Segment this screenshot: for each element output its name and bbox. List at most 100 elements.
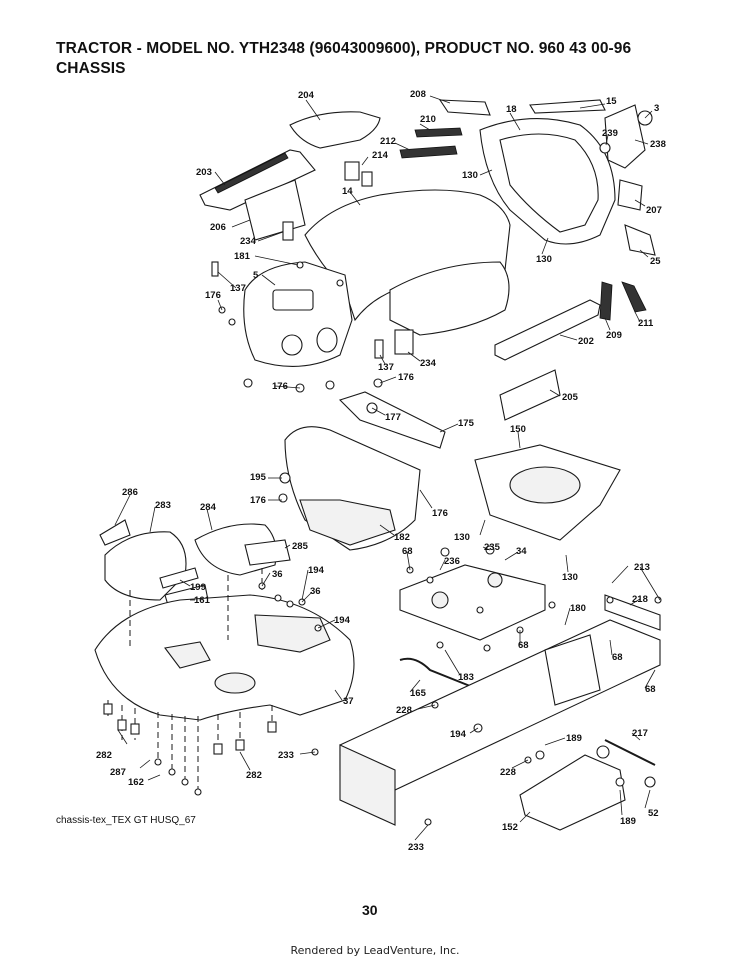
callout: 203 <box>196 167 212 178</box>
callout: 214 <box>372 150 389 161</box>
callout: 234 <box>240 236 257 247</box>
callout: 210 <box>420 114 436 125</box>
callout: 283 <box>155 500 171 511</box>
callout: 181 <box>234 251 251 262</box>
part-165-rod <box>399 657 481 691</box>
part-180-side <box>339 744 396 826</box>
callout: 177 <box>385 412 401 423</box>
part-side-panel-inner <box>499 133 599 233</box>
callout: 15 <box>606 96 617 107</box>
callout: 176 <box>250 495 266 506</box>
callout: 137 <box>378 362 394 373</box>
callout: 14 <box>342 186 353 197</box>
diagram-caption: chassis-tex_TEX GT HUSQ_67 <box>56 815 196 826</box>
part-217-rod <box>604 739 656 766</box>
part-25 <box>624 224 656 256</box>
callout: 228 <box>396 705 412 716</box>
page-subtitle: CHASSIS <box>56 60 126 77</box>
callout: 239 <box>602 128 618 139</box>
part-hood-lower <box>389 261 510 336</box>
callout: 228 <box>500 767 516 778</box>
callout: 218 <box>632 594 648 605</box>
callout: 233 <box>278 750 294 761</box>
callout: 176 <box>398 372 414 383</box>
part-285 <box>244 539 291 566</box>
callout: 34 <box>516 546 527 557</box>
callout: 282 <box>96 750 112 761</box>
part-175 <box>338 391 446 449</box>
callout: 202 <box>578 336 594 347</box>
callout: 194 <box>450 729 467 740</box>
callout: 37 <box>343 696 354 707</box>
callout: 183 <box>458 672 474 683</box>
callout: 238 <box>650 139 666 150</box>
callout: 194 <box>308 565 325 576</box>
callout: 206 <box>210 222 226 233</box>
callout: 68 <box>645 684 656 695</box>
callout: 176 <box>205 290 221 301</box>
part-199 <box>159 567 199 589</box>
part-207 <box>617 179 643 211</box>
part-bracket-208 <box>438 99 491 116</box>
leader-lines <box>114 95 661 841</box>
callout: 286 <box>122 487 138 498</box>
part-main-hood <box>304 189 511 322</box>
part-hood-top <box>289 111 381 149</box>
part-209 <box>599 281 613 321</box>
part-180-frame <box>339 619 661 791</box>
part-trim-strip <box>529 99 606 114</box>
callout: 285 <box>292 541 309 552</box>
part-211 <box>621 281 647 313</box>
callout: 235 <box>484 542 501 553</box>
part-202 <box>494 299 601 361</box>
callout: 236 <box>444 556 460 567</box>
callout: 194 <box>334 615 351 626</box>
part-205 <box>499 369 561 421</box>
page-title: TRACTOR - MODEL NO. YTH2348 (96043009600… <box>56 40 632 57</box>
callout: 209 <box>606 330 622 341</box>
callout: 36 <box>310 586 321 597</box>
part-grill-210 <box>414 127 463 138</box>
callout: 176 <box>272 381 288 392</box>
callout: 3 <box>654 103 659 114</box>
callout: 130 <box>462 170 478 181</box>
part-283 <box>104 531 187 601</box>
callout: 68 <box>612 652 623 663</box>
callout: 68 <box>518 640 529 651</box>
callout: 217 <box>632 728 648 739</box>
callout: 282 <box>246 770 262 781</box>
callout: 161 <box>194 595 211 606</box>
page-number: 30 <box>362 902 378 918</box>
callout: 137 <box>230 283 246 294</box>
callout: 213 <box>634 562 650 573</box>
callout: 205 <box>562 392 579 403</box>
part-34-plate <box>399 564 546 641</box>
callout: 36 <box>272 569 283 580</box>
callout: 204 <box>298 90 315 101</box>
callout: 212 <box>380 136 396 147</box>
part-152 <box>519 754 626 831</box>
part-side-plate <box>604 104 646 169</box>
callout: 52 <box>648 808 659 819</box>
callout: 130 <box>562 572 578 583</box>
callout: 182 <box>394 532 410 543</box>
callout: 233 <box>408 842 424 853</box>
callout: 175 <box>458 418 475 429</box>
callout: 130 <box>536 254 552 265</box>
callout: 284 <box>200 502 217 513</box>
callout: 5 <box>253 270 259 281</box>
callout: 189 <box>620 816 636 827</box>
part-182-front <box>299 499 396 546</box>
callout: 162 <box>128 777 144 788</box>
callout: 130 <box>454 532 470 543</box>
callout: 18 <box>506 104 517 115</box>
callout: 195 <box>250 472 267 483</box>
part-37-fender <box>94 594 355 721</box>
callout: 176 <box>432 508 448 519</box>
callout: 199 <box>190 582 206 593</box>
callout: 25 <box>650 256 661 267</box>
part-frame-box <box>544 634 601 706</box>
callout: 211 <box>638 318 654 329</box>
part-grille-bar <box>199 149 316 211</box>
